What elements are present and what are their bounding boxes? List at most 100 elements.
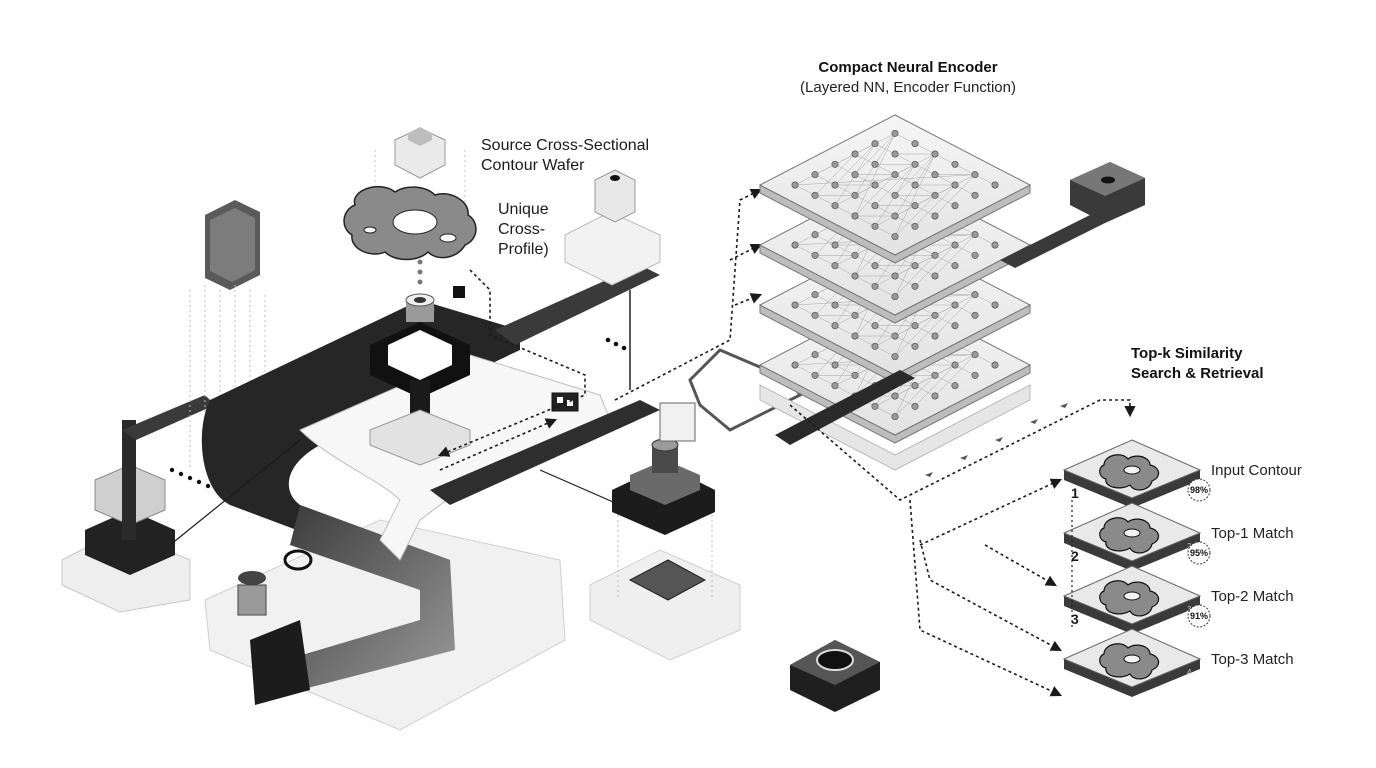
unique-profile-label-3: Profile) bbox=[498, 241, 549, 258]
encoder-output-pipe bbox=[1000, 205, 1125, 268]
encoder-node bbox=[991, 301, 999, 309]
encoder-node bbox=[871, 181, 879, 189]
encoder-node bbox=[911, 160, 919, 168]
encoder-node bbox=[891, 392, 899, 400]
encoder-node bbox=[831, 202, 839, 210]
right-rail-beam bbox=[430, 400, 660, 505]
encoder-node bbox=[971, 231, 979, 239]
encoder-connections bbox=[794, 133, 996, 237]
encoder-node bbox=[871, 160, 879, 168]
search-title-2: Search & Retrieval bbox=[1131, 365, 1264, 382]
rail-beam bbox=[495, 265, 660, 345]
output-port bbox=[1070, 162, 1145, 223]
encoder-node bbox=[851, 150, 859, 158]
encoder-node bbox=[891, 191, 899, 199]
encoder-node bbox=[911, 222, 919, 230]
encoder-node bbox=[811, 291, 819, 299]
encoder-node bbox=[931, 332, 939, 340]
encoder-node bbox=[971, 311, 979, 319]
source-wafer-label-1: Source Cross-Sectional bbox=[481, 137, 649, 154]
encoder-node bbox=[811, 311, 819, 319]
similarity-score: 95% bbox=[1190, 548, 1208, 558]
retrieval-label: Top-2 Match bbox=[1211, 588, 1294, 605]
encoder-node bbox=[951, 361, 959, 369]
tile-index: 2 bbox=[1187, 542, 1192, 551]
encoder-node bbox=[871, 140, 879, 148]
encoder-node bbox=[851, 212, 859, 220]
encoder-node bbox=[891, 413, 899, 421]
encoder-node bbox=[891, 129, 899, 137]
encoder-node bbox=[931, 251, 939, 259]
similarity-badge bbox=[1187, 541, 1211, 565]
monitor-panel bbox=[659, 402, 696, 442]
retrieval-label: Top-3 Match bbox=[1211, 651, 1294, 668]
base-platform-right bbox=[589, 549, 741, 661]
encoder-node bbox=[951, 382, 959, 390]
encoder-node bbox=[891, 272, 899, 280]
source-wafer-label-2: Contour Wafer bbox=[481, 157, 585, 174]
encoder-node bbox=[931, 272, 939, 280]
encoder-node bbox=[791, 181, 799, 189]
encoder-node bbox=[971, 171, 979, 179]
encoder-node bbox=[931, 212, 939, 220]
encoder-node bbox=[831, 241, 839, 249]
encoder-node bbox=[931, 392, 939, 400]
encoder-node bbox=[891, 293, 899, 301]
encoder-node bbox=[911, 202, 919, 210]
match-rank: 2 bbox=[1071, 548, 1079, 564]
encoder-node bbox=[831, 382, 839, 390]
encoder-node bbox=[911, 382, 919, 390]
retrieval-label: Input Contour bbox=[1211, 462, 1302, 479]
encoder-node bbox=[851, 171, 859, 179]
small-objects bbox=[169, 467, 313, 616]
encoder-node bbox=[931, 150, 939, 158]
encoder-node bbox=[951, 322, 959, 330]
search-title-1: Top-k Similarity bbox=[1131, 345, 1243, 362]
encoder-node bbox=[911, 402, 919, 410]
encoder-node bbox=[891, 171, 899, 179]
encoder-node bbox=[831, 262, 839, 270]
encoder-node bbox=[851, 311, 859, 319]
retrieval-flow-arrows bbox=[789, 399, 1136, 697]
encoder-node bbox=[911, 262, 919, 270]
flow-chevrons bbox=[925, 403, 1068, 477]
encoder-node bbox=[971, 191, 979, 199]
similarity-badge bbox=[1187, 478, 1211, 502]
encoder-node bbox=[911, 140, 919, 148]
encoder-node bbox=[971, 251, 979, 259]
encoder-node bbox=[871, 282, 879, 290]
tile-index: 4 bbox=[1187, 668, 1192, 677]
encoder-node bbox=[931, 191, 939, 199]
encoder-node bbox=[911, 282, 919, 290]
encoder-node bbox=[891, 332, 899, 340]
encoder-node bbox=[811, 231, 819, 239]
encoder-node bbox=[951, 181, 959, 189]
encoder-node bbox=[971, 291, 979, 299]
encoder-node bbox=[851, 371, 859, 379]
encoder-node bbox=[871, 262, 879, 270]
encoder-node bbox=[871, 322, 879, 330]
encoder-node bbox=[791, 361, 799, 369]
unique-profile-label-2: Cross- bbox=[498, 221, 545, 238]
encoder-node bbox=[951, 160, 959, 168]
encoder-node bbox=[811, 251, 819, 259]
encoder-node bbox=[871, 222, 879, 230]
encoder-node bbox=[931, 311, 939, 319]
encoder-node bbox=[811, 371, 819, 379]
small-cube bbox=[453, 286, 465, 298]
encoder-node bbox=[951, 241, 959, 249]
encoder-node bbox=[811, 351, 819, 359]
labels: Compact Neural Encoder (Layered NN, Enco… bbox=[481, 59, 1264, 382]
encoder-output-pipe-lower bbox=[775, 370, 915, 445]
similarity-badge bbox=[1187, 604, 1211, 628]
encoder-node bbox=[911, 181, 919, 189]
match-rank: 1 bbox=[1071, 485, 1079, 501]
encoder-title: Compact Neural Encoder bbox=[818, 59, 997, 76]
encoder-node bbox=[971, 351, 979, 359]
qr-sensor bbox=[551, 392, 579, 412]
encoder-node bbox=[811, 171, 819, 179]
similarity-score: 91% bbox=[1190, 611, 1208, 621]
feed-conduit bbox=[688, 348, 803, 432]
